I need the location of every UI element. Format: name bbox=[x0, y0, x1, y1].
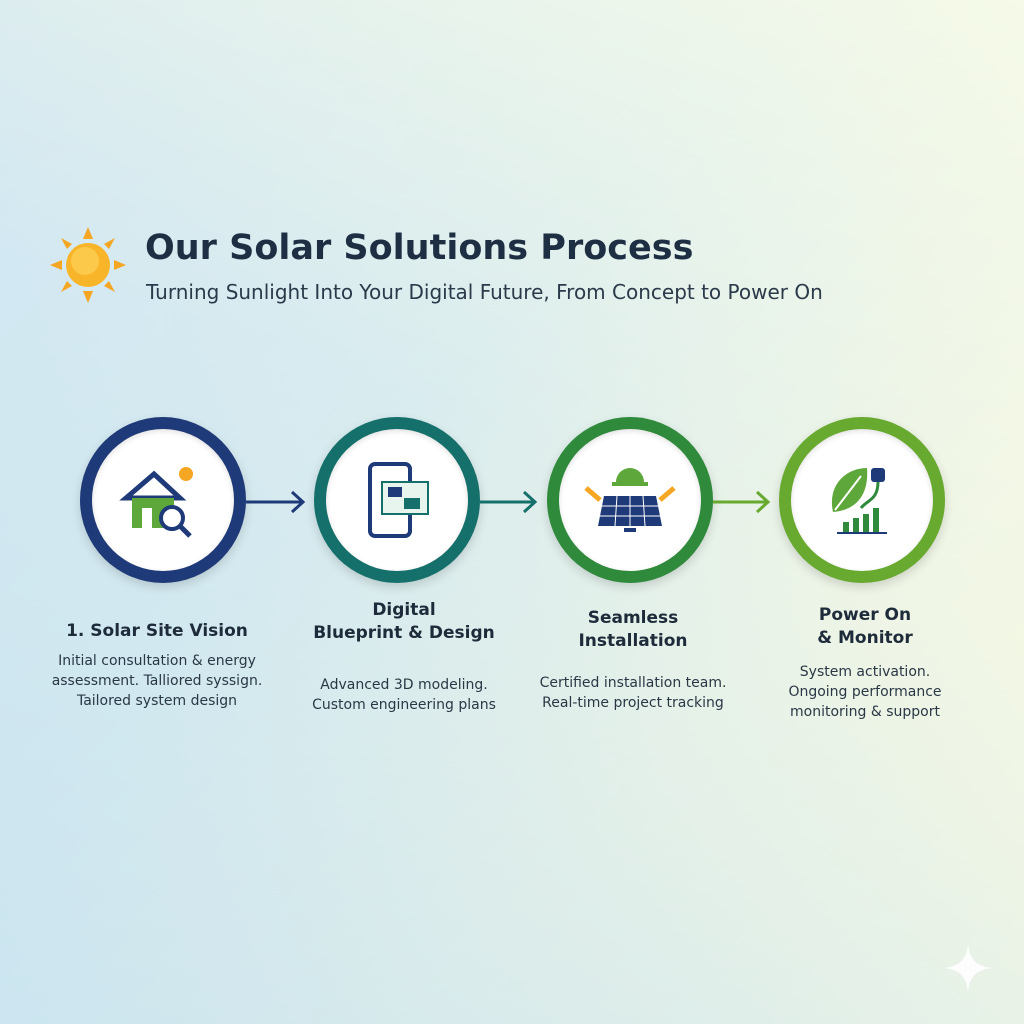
house-search-icon bbox=[119, 467, 193, 538]
sun-icon bbox=[50, 227, 126, 303]
page-title: Our Solar Solutions Process bbox=[145, 228, 694, 268]
step-desc: Initial consultation & energy bbox=[58, 653, 256, 669]
step-title: Power On bbox=[818, 605, 912, 625]
step-desc: assessment. Talliored syssign. bbox=[51, 673, 263, 689]
step-desc: monitoring & support bbox=[790, 704, 940, 720]
step-2-circle bbox=[314, 417, 480, 583]
tablet-blueprint-icon bbox=[368, 462, 429, 538]
step-desc: Certified installation team. bbox=[539, 675, 727, 691]
step-desc: Custom engineering plans bbox=[312, 697, 496, 713]
step-title: 1. Solar Site Vision bbox=[66, 621, 248, 641]
leaf-plug-chart-icon bbox=[831, 468, 887, 534]
arrow-right-icon bbox=[713, 490, 771, 514]
step-desc: System activation. bbox=[799, 664, 931, 680]
step-title: Seamless bbox=[587, 608, 679, 628]
page-subtitle: Turning Sunlight Into Your Digital Futur… bbox=[146, 280, 823, 304]
step-1-circle bbox=[80, 417, 246, 583]
step-title: Installation bbox=[578, 631, 688, 651]
step-desc: Real-time project tracking bbox=[542, 695, 724, 711]
step-title: Digital bbox=[372, 600, 436, 620]
step-4-text: Power On & Monitor System activation. Ongo… bbox=[745, 604, 985, 722]
step-title: Blueprint & Design bbox=[313, 623, 495, 643]
step-1-text: 1. Solar Site Vision Initial consultatio… bbox=[37, 620, 277, 711]
arrow-right-icon bbox=[480, 490, 538, 514]
sparkle-icon bbox=[944, 944, 992, 992]
step-3-circle bbox=[547, 417, 713, 583]
step-4-circle bbox=[779, 417, 945, 583]
step-desc: Ongoing performance bbox=[788, 684, 942, 700]
arrow-right-icon bbox=[246, 490, 306, 514]
step-desc: Advanced 3D modeling. bbox=[320, 677, 488, 693]
step-title: & Monitor bbox=[817, 628, 913, 648]
step-desc: Tailored system design bbox=[76, 693, 238, 709]
hardhat-solar-panel-icon bbox=[584, 468, 676, 532]
